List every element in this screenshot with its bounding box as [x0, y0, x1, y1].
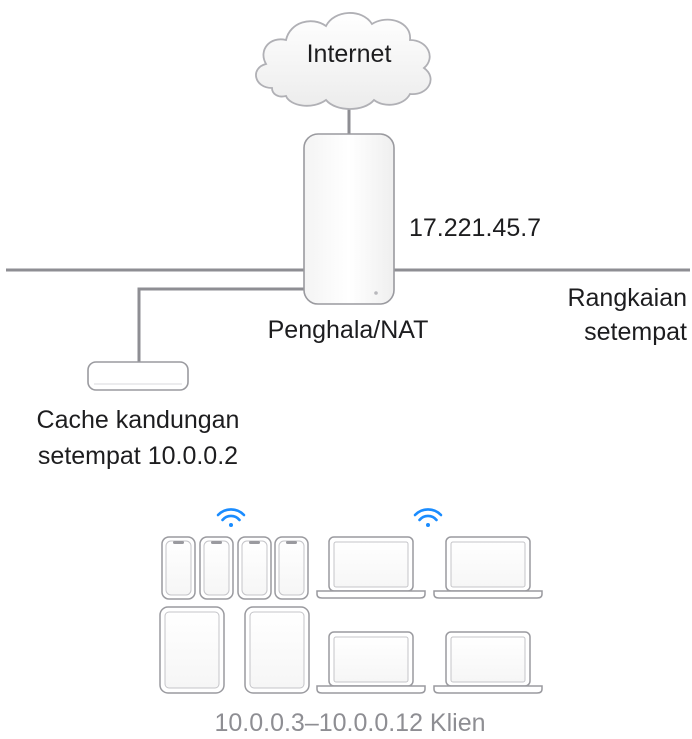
wifi-icon [216, 508, 246, 527]
local-network-label-line2: setempat [584, 318, 687, 346]
router: Penghala/NAT [268, 133, 429, 344]
wifi-icon [413, 508, 443, 527]
router-icon [303, 133, 395, 305]
iphone-icon [237, 536, 272, 600]
cache-link-line [137, 287, 304, 364]
client-tablets [159, 606, 310, 694]
laptop-icon [316, 536, 426, 599]
iphone-icon [161, 536, 196, 600]
cloud-icon [255, 12, 432, 110]
laptop-icon [433, 536, 543, 599]
ipad-icon [244, 606, 310, 694]
iphone-icon [199, 536, 234, 600]
router-label: Penghala/NAT [268, 316, 429, 344]
ipad-icon [159, 606, 225, 694]
cache-server: Cache kandungan setempat 10.0.0.2 [37, 361, 240, 470]
laptop-icon [433, 631, 543, 694]
cache-label-line1: Cache kandungan [37, 406, 240, 434]
clients-label: 10.0.0.3–10.0.0.12 Klien [214, 709, 485, 737]
router-status-led [374, 291, 378, 295]
internet-label: Internet [307, 40, 392, 68]
internet-cloud: Internet [255, 12, 432, 110]
cache-label-line2: setempat 10.0.0.2 [38, 442, 238, 470]
client-laptops [316, 536, 543, 694]
client-phones [161, 536, 309, 600]
public-ip-label: 17.221.45.7 [409, 214, 541, 242]
mac-mini-icon [87, 361, 189, 391]
local-network-label-line1: Rangkaian [567, 284, 687, 312]
laptop-icon [316, 631, 426, 694]
iphone-icon [274, 536, 309, 600]
